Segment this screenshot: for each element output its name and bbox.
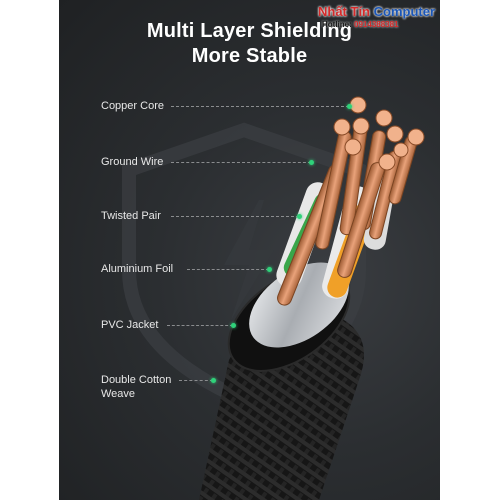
title-line-1: Multi Layer Shielding	[146, 20, 353, 42]
copper-core-marker	[347, 104, 352, 109]
copper-core-leader	[171, 106, 349, 107]
brand-name-part-1: Nhất Tín	[318, 4, 370, 19]
pvc-jacket-leader	[167, 325, 233, 326]
ground-wire-marker	[309, 160, 314, 165]
layer-label-ground-wire: Ground Wire	[101, 156, 164, 168]
twisted-pair-marker	[297, 214, 302, 219]
aluminium-foil-leader	[187, 269, 269, 270]
hotline-label: Hotline:	[322, 20, 352, 29]
layer-label-twisted-pair: Twisted Pair	[101, 210, 161, 222]
pvc-jacket-marker	[231, 323, 236, 328]
aluminium-foil-marker	[267, 267, 272, 272]
hotline-number: 0914388381	[354, 20, 399, 29]
product-image-panel: Multi Layer Shielding More Stable	[59, 0, 440, 500]
twisted-pair-leader	[171, 216, 299, 217]
brand-name-part-2: Computer	[373, 4, 436, 19]
brand-watermark: Nhất Tín Computer	[318, 4, 435, 19]
layer-label-pvc-jacket: PVC Jacket	[101, 319, 159, 331]
ground-wire-leader	[171, 162, 311, 163]
title-line-2: More Stable	[191, 45, 308, 67]
cotton-weave-marker	[211, 378, 216, 383]
layer-label-aluminium-foil: Aluminium Foil	[101, 263, 174, 275]
cable-cross-section-illustration	[199, 96, 425, 500]
cotton-weave-leader	[179, 380, 213, 381]
layer-label-copper-core: Copper Core	[101, 100, 164, 112]
hotline-watermark: Hotline: 0914388381	[322, 20, 399, 29]
layer-label-double-cotton-weave: Double Cotton Weave	[101, 374, 172, 400]
